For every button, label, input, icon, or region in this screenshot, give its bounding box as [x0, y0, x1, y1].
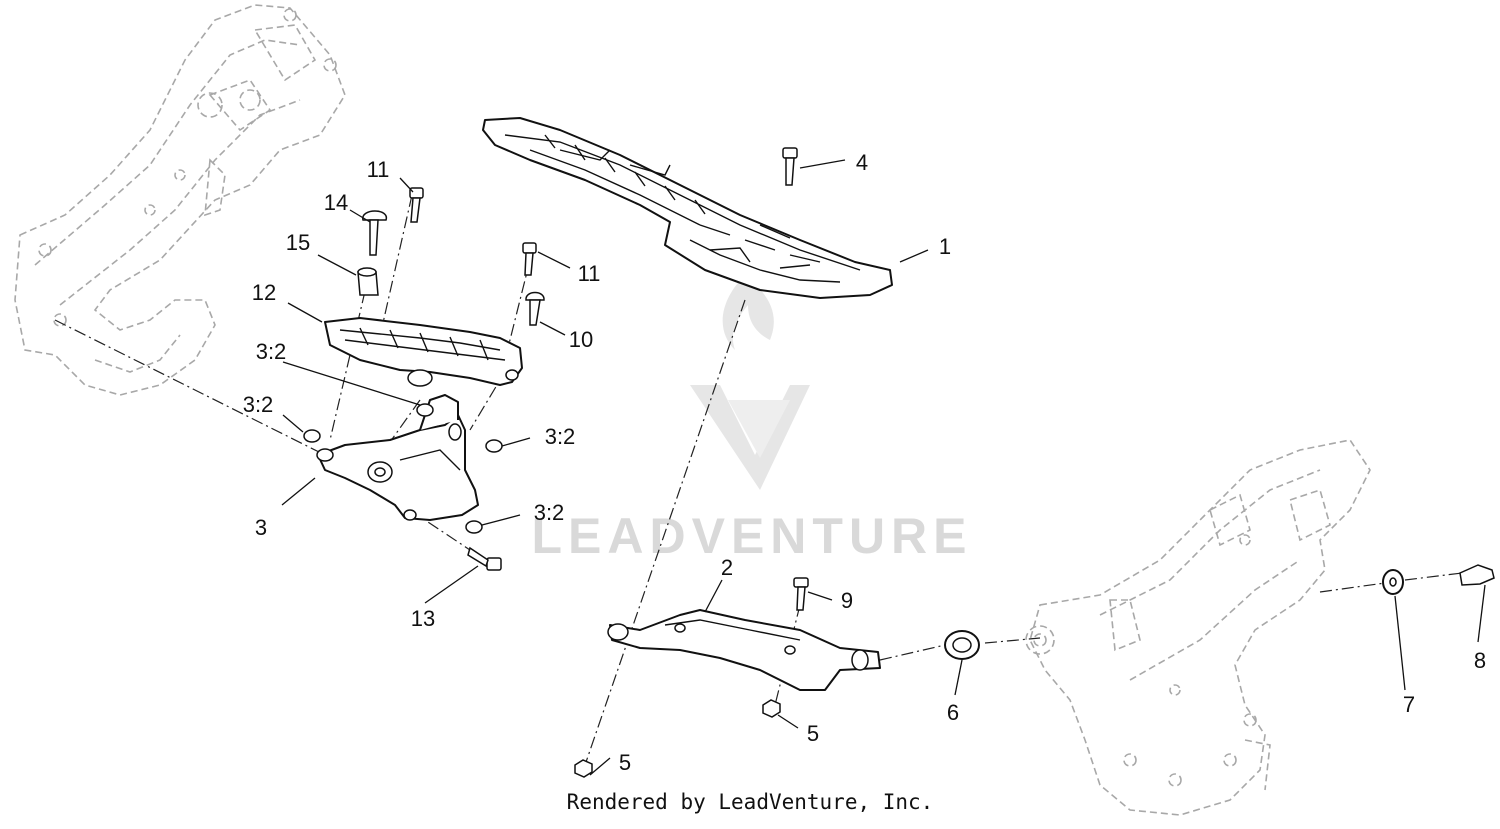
nut-part-5-left: [574, 759, 593, 778]
callout-3-2-c: 3:2: [545, 424, 576, 449]
callout-8: 8: [1474, 648, 1486, 673]
callout-leader-lines: [281, 159, 1486, 776]
pin-part-10: [525, 291, 545, 326]
callout-3: 3: [255, 515, 267, 540]
callout-6: 6: [947, 700, 959, 725]
callout-14: 14: [324, 190, 348, 215]
callout-11-upper: 11: [367, 157, 390, 182]
bracket-part-3: [316, 394, 479, 521]
callout-3-2-b: 3:2: [243, 392, 274, 417]
pin-part-14: [362, 210, 387, 256]
callout-11-lower: 11: [578, 261, 601, 286]
callout-13: 13: [411, 606, 435, 631]
callout-3-2-a: 3:2: [256, 339, 287, 364]
nut-part-5-right: [762, 699, 781, 718]
footboard-part-1: [482, 117, 893, 299]
callout-2: 2: [721, 555, 733, 580]
callout-12: 12: [252, 280, 276, 305]
rendered-by-footer: Rendered by LeadVenture, Inc.: [566, 790, 934, 814]
washer-part-6: [944, 630, 980, 660]
bolt-part-9: [793, 577, 809, 611]
footboard-part-12: [324, 317, 523, 387]
callout-3-2-d: 3:2: [534, 500, 565, 525]
callout-7: 7: [1403, 692, 1415, 717]
callout-10: 10: [569, 327, 593, 352]
spacer-group-3-2: [303, 403, 503, 534]
bolt-part-11-lower: [522, 242, 537, 276]
callout-1: 1: [939, 234, 951, 259]
spacer-part-15: [357, 267, 379, 296]
callout-labels: 1 2 3 4 5 5 6 7 8 9 10 11 11 12 13 14 15…: [243, 150, 1486, 775]
leadventure-watermark-logo: LEADVENTURE: [531, 275, 972, 564]
bolt-part-4: [782, 147, 798, 186]
callout-5-upper: 5: [807, 721, 819, 746]
callout-9: 9: [841, 588, 853, 613]
callout-15: 15: [286, 230, 310, 255]
washer-part-7: [1382, 569, 1404, 595]
bolt-part-11-upper: [409, 187, 424, 223]
arm-part-2: [607, 609, 881, 691]
frame-left-ghost: [14, 4, 346, 396]
callout-4: 4: [856, 150, 868, 175]
bolt-part-8: [1459, 564, 1495, 586]
callout-5-lower: 5: [619, 750, 631, 775]
frame-right-ghost: [1025, 439, 1371, 816]
watermark-text: LEADVENTURE: [531, 508, 972, 564]
bolt-part-13: [467, 546, 502, 571]
